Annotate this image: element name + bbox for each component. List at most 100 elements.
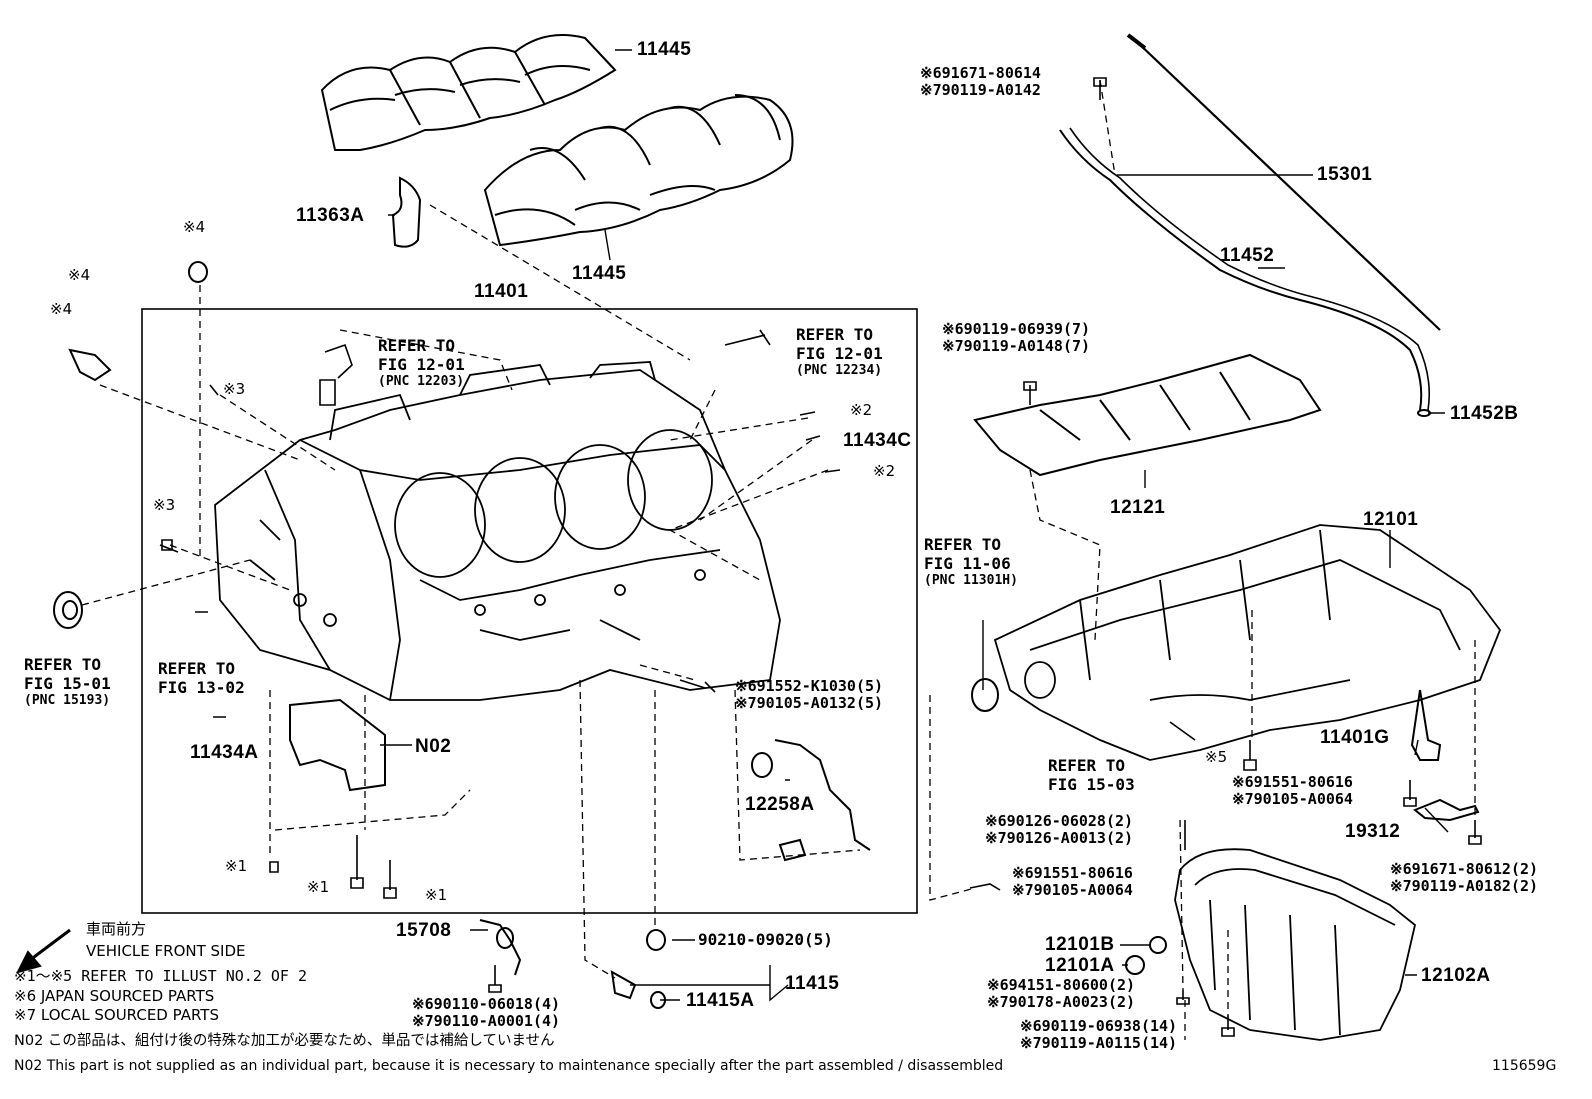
part-number-japan: ※691671-80612(2) (1390, 860, 1539, 878)
callout-11363a[interactable]: 11363A (296, 205, 365, 226)
refer-label: REFER TO (1048, 756, 1126, 775)
oil-jet (751, 752, 773, 778)
callout-11452b[interactable]: 11452B (1450, 403, 1519, 424)
callout-11401[interactable]: 11401 (474, 281, 529, 302)
callout-15301[interactable]: 15301 (1317, 164, 1373, 185)
star-marker-3: ※3 (153, 496, 176, 514)
part-number-local: ※790119-A0182(2) (1390, 877, 1539, 896)
block-assembly-frame (141, 308, 918, 914)
part-pair-stud[interactable]: ※690126-06028(2) ※790126-A0013(2) (985, 812, 1134, 848)
part-number-local: ※790110-A0001(4) (412, 1012, 561, 1031)
refer-pnc: (PNC 12203) (378, 374, 465, 390)
part-pair-cover-bolt[interactable]: ※690119-06939(7) ※790119-A0148(7) (942, 320, 1091, 356)
part-pair-pan-bolt[interactable]: ※691551-80616 ※790105-A0064 (1232, 773, 1353, 809)
legend-line-3: ※7 LOCAL SOURCED PARTS (14, 1006, 219, 1024)
part-pair-plug[interactable]: ※694151-80600(2) ※790178-A0023(2) (987, 976, 1136, 1012)
leader-lines (380, 49, 1449, 1002)
plug (1125, 955, 1145, 975)
refer-figure: FIG 15-01 (24, 674, 111, 694)
gasket (646, 929, 666, 951)
callout-12101[interactable]: 12101 (1363, 509, 1419, 530)
part-number-local: ※790178-A0023(2) (987, 993, 1136, 1012)
part-number-local: ※790119-A0115(14) (1020, 1034, 1178, 1053)
part-number-japan: ※690110-06018(4) (412, 995, 561, 1013)
knock-sensor (1410, 689, 1442, 761)
part-number-japan: ※691551-80616 (1012, 864, 1133, 882)
part-number-local: ※790105-A0064 (1012, 881, 1133, 900)
bearing-shells-upper (320, 34, 617, 151)
callout-11445-top[interactable]: 11445 (637, 39, 692, 60)
part-number-local: ※790105-A0132(5) (735, 694, 884, 713)
part-pair-lower-bolt[interactable]: ※691551-80616 ※790105-A0064 (1012, 864, 1133, 900)
part-number-local: ※790119-A0148(7) (942, 337, 1091, 356)
oil-strainer-pipe (774, 739, 871, 851)
oil-seal-inner (62, 600, 78, 620)
callout-11445-bottom[interactable]: 11445 (572, 263, 627, 284)
part-pair-pan2-bolt[interactable]: ※690119-06938(14) ※790119-A0115(14) (1020, 1017, 1178, 1053)
callout-12101b[interactable]: 12101B (1045, 934, 1115, 955)
callout-12121[interactable]: 12121 (1110, 497, 1166, 518)
o-ring (971, 678, 999, 712)
plug-washer (1149, 936, 1167, 954)
star-marker-3: ※3 (223, 380, 246, 398)
refer-figure: FIG 13-02 (158, 678, 245, 698)
refer-label: REFER TO (796, 325, 874, 344)
cylinder-block (214, 361, 781, 701)
drain-plug (610, 970, 637, 1000)
part-pair-stud-right[interactable]: ※691671-80612(2) ※790119-A0182(2) (1390, 860, 1539, 896)
part-pair-top-bolt[interactable]: ※691671-80614 ※790119-A0142 (920, 64, 1041, 100)
callout-19312[interactable]: 19312 (1345, 821, 1401, 842)
callout-12258a[interactable]: 12258A (745, 794, 815, 815)
refer-label: REFER TO (378, 336, 456, 355)
callout-11415[interactable]: 11415 (785, 973, 840, 994)
part-number-local: ※790105-A0064 (1232, 790, 1353, 809)
callout-11415a[interactable]: 11415A (686, 990, 755, 1011)
callout-12102a[interactable]: 12102A (1421, 965, 1491, 986)
legend-line-2: ※6 JAPAN SOURCED PARTS (14, 987, 215, 1005)
star-marker-4: ※4 (50, 300, 73, 318)
refer-figure: FIG 12-01 (796, 344, 883, 364)
star-marker-2: ※2 (873, 462, 896, 480)
callout-11434a[interactable]: 11434A (190, 742, 259, 763)
part-number-japan: ※691552-K1030(5) (735, 677, 884, 695)
part-pair-block-bolt[interactable]: ※691552-K1030(5) ※790105-A0132(5) (735, 677, 884, 713)
fitting-left (68, 348, 112, 382)
callout-11452[interactable]: 11452 (1220, 245, 1275, 266)
front-arrow-shaft (29, 928, 71, 962)
refer-pnc: (PNC 11301H) (924, 573, 1018, 589)
legend-front-jp: 車両前方 (86, 920, 147, 938)
callout-12101a[interactable]: 12101A (1045, 955, 1115, 976)
callout-11401g[interactable]: 11401G (1320, 727, 1390, 748)
part-number-japan: ※691551-80616 (1232, 773, 1353, 791)
callout-11434c[interactable]: 11434C (843, 430, 912, 451)
dashed-guides (81, 79, 1476, 1040)
part-pair-bracket-bolt[interactable]: ※690110-06018(4) ※790110-A0001(4) (412, 995, 561, 1031)
part-number-local: ※790126-A0013(2) (985, 829, 1134, 848)
callout-15708[interactable]: 15708 (396, 920, 452, 941)
refer-label: REFER TO (158, 659, 236, 678)
part-number-japan: ※691671-80614 (920, 64, 1041, 82)
part-number-local: ※790119-A0142 (920, 81, 1041, 100)
bearing-shells-lower (483, 94, 794, 247)
oil-seal (53, 591, 83, 629)
star-marker-4: ※4 (68, 266, 91, 284)
front-arrow-head (16, 950, 42, 974)
callout-90210-09020[interactable]: 90210-09020(5) (698, 930, 833, 949)
oil-pan-upper (993, 524, 1502, 761)
legend-line-1: ※1～※5 REFER TO ILLUST NO.2 OF 2 (14, 967, 307, 985)
figure-number: 115659G (1492, 1058, 1557, 1074)
star-marker-5: ※5 (1205, 748, 1228, 766)
callout-n02[interactable]: N02 (415, 736, 452, 757)
dipstick (1134, 39, 1441, 331)
refer-pnc: (PNC 15193) (24, 693, 111, 709)
part-number-japan: ※690119-06938(14) (1020, 1017, 1178, 1035)
oil-baffle (973, 353, 1322, 477)
